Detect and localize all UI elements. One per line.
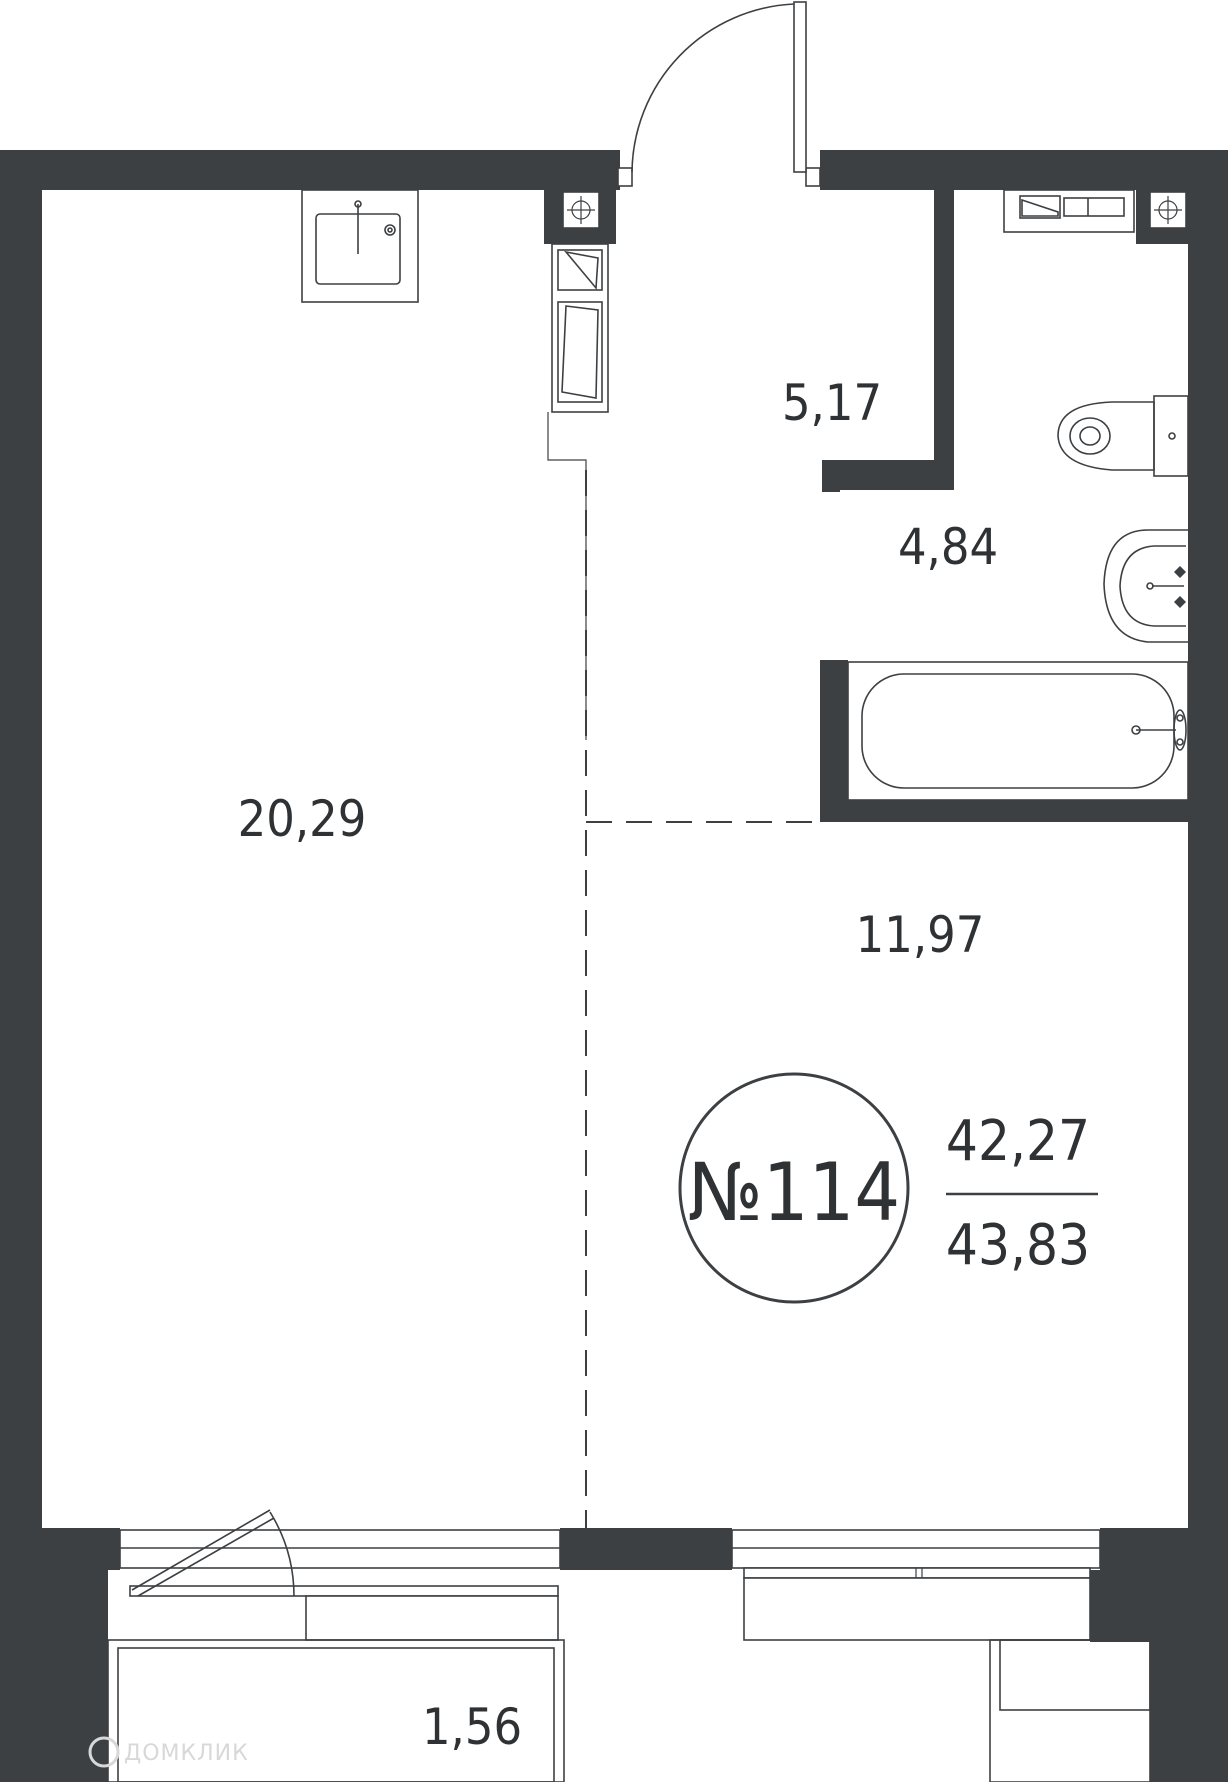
kitchen-sink [301,189,419,303]
living-area-value: 42,27 [946,1109,1090,1174]
hall-cabinet [547,243,609,740]
bathtub-icon [847,661,1189,801]
balcony-door[interactable] [119,1509,561,1597]
zone-dividers [585,470,820,1528]
washbasin-icon [1103,529,1188,643]
interior-walls [544,190,1188,822]
total-area-value: 43,83 [946,1213,1090,1278]
apartment-badge: №114 [678,1072,910,1304]
watermark: ДОМКЛИК [88,1736,249,1768]
room-area-hall: 5,17 [782,374,882,432]
entrance-door[interactable] [617,1,821,187]
room-area-living: 20,29 [238,790,367,848]
room-area-bathroom: 4,84 [898,518,998,576]
room-area-balcony: 1,56 [422,1698,522,1756]
watermark-text: ДОМКЛИК [124,1741,249,1766]
window [731,1529,1101,1579]
apartment-number: №114 [688,1146,900,1239]
washer-heater [1003,189,1135,233]
balcony [107,1577,1151,1782]
apartment-areas: 42,27 43,83 [946,1109,1098,1278]
exterior-walls [0,150,1228,1782]
toilet-icon [1057,395,1189,477]
room-area-kitchen: 11,97 [856,906,985,964]
column-markers [562,191,1187,229]
